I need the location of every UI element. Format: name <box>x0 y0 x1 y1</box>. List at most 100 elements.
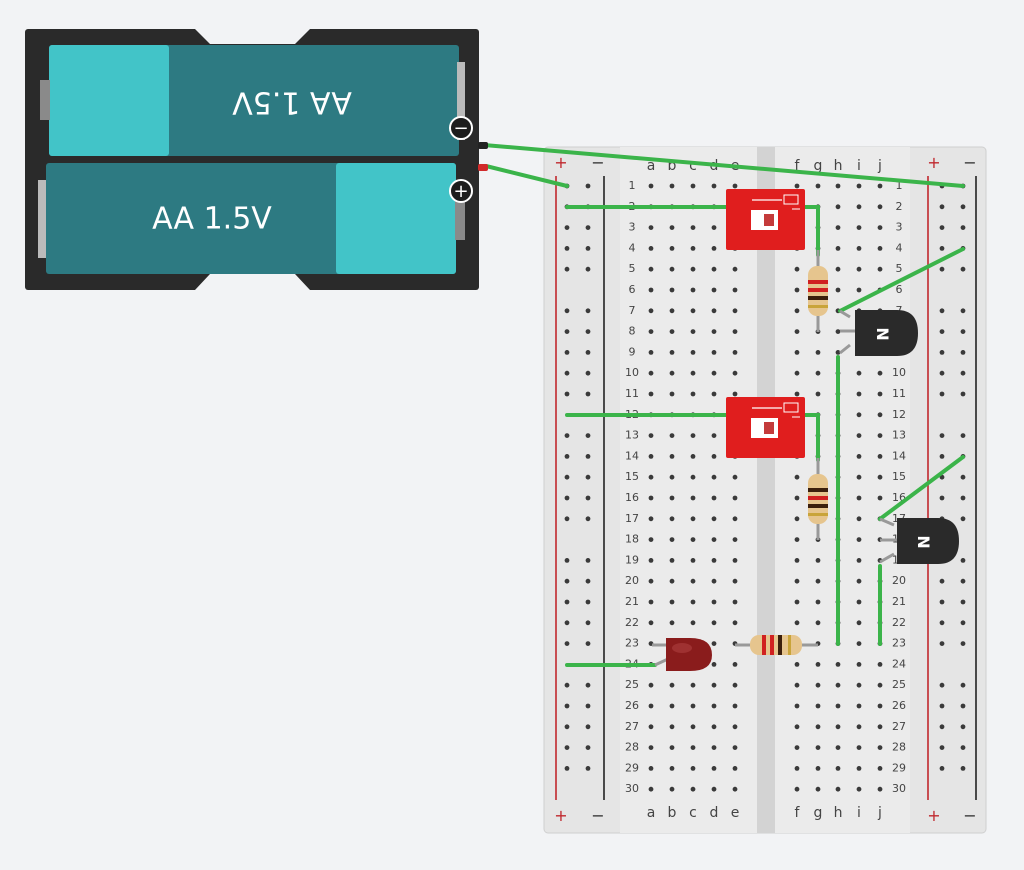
terminal-hole[interactable] <box>856 183 862 189</box>
terminal-hole[interactable] <box>711 786 717 792</box>
terminal-hole[interactable] <box>794 766 800 771</box>
rail-hole[interactable] <box>564 454 570 459</box>
terminal-hole[interactable] <box>648 225 654 231</box>
terminal-hole[interactable] <box>648 495 654 501</box>
rail-hole[interactable] <box>939 308 945 314</box>
rail-hole[interactable] <box>960 266 966 272</box>
wire-transistor-1-collector[interactable] <box>838 247 965 313</box>
terminal-hole[interactable] <box>648 266 654 272</box>
rail-hole[interactable] <box>939 703 945 709</box>
terminal-hole[interactable] <box>877 454 883 459</box>
terminal-hole[interactable] <box>732 558 738 563</box>
terminal-hole[interactable] <box>669 474 675 480</box>
terminal-hole[interactable] <box>690 183 696 189</box>
terminal-hole[interactable] <box>690 578 696 584</box>
terminal-hole[interactable] <box>711 620 717 626</box>
terminal-hole[interactable] <box>669 495 675 501</box>
terminal-hole[interactable] <box>669 433 675 438</box>
rail-hole[interactable] <box>939 599 945 605</box>
terminal-hole[interactable] <box>648 578 654 584</box>
terminal-hole[interactable] <box>815 766 821 771</box>
terminal-hole[interactable] <box>732 620 738 626</box>
terminal-hole[interactable] <box>877 682 883 688</box>
terminal-hole[interactable] <box>794 287 800 293</box>
terminal-hole[interactable] <box>815 682 821 688</box>
terminal-hole[interactable] <box>794 474 800 480</box>
terminal-hole[interactable] <box>835 287 841 293</box>
terminal-hole[interactable] <box>856 558 862 563</box>
rail-hole[interactable] <box>960 724 966 730</box>
terminal-hole[interactable] <box>794 370 800 376</box>
terminal-hole[interactable] <box>648 329 654 334</box>
terminal-hole[interactable] <box>815 350 821 355</box>
terminal-hole[interactable] <box>877 433 883 438</box>
terminal-hole[interactable] <box>794 786 800 792</box>
terminal-hole[interactable] <box>690 370 696 376</box>
terminal-hole[interactable] <box>669 225 675 231</box>
terminal-hole[interactable] <box>835 350 841 355</box>
rail-hole[interactable] <box>564 516 570 522</box>
rail-hole[interactable] <box>585 433 591 438</box>
terminal-hole[interactable] <box>669 350 675 355</box>
terminal-hole[interactable] <box>669 246 675 251</box>
terminal-hole[interactable] <box>835 766 841 771</box>
terminal-hole[interactable] <box>794 183 800 189</box>
terminal-hole[interactable] <box>669 537 675 542</box>
rail-hole[interactable] <box>585 578 591 584</box>
terminal-hole[interactable] <box>835 724 841 730</box>
terminal-hole[interactable] <box>815 745 821 750</box>
terminal-hole[interactable] <box>711 329 717 334</box>
slide-switch-1[interactable] <box>726 189 805 250</box>
terminal-hole[interactable] <box>732 516 738 522</box>
terminal-hole[interactable] <box>856 412 862 418</box>
terminal-hole[interactable] <box>690 724 696 730</box>
terminal-hole[interactable] <box>648 433 654 438</box>
terminal-hole[interactable] <box>648 682 654 688</box>
terminal-hole[interactable] <box>711 495 717 501</box>
resistor-3[interactable] <box>735 635 818 655</box>
red-led[interactable] <box>652 638 712 671</box>
terminal-hole[interactable] <box>669 287 675 293</box>
terminal-hole[interactable] <box>856 703 862 709</box>
terminal-hole[interactable] <box>732 266 738 272</box>
terminal-hole[interactable] <box>732 599 738 605</box>
terminal-hole[interactable] <box>711 391 717 397</box>
terminal-hole[interactable] <box>732 578 738 584</box>
rail-hole[interactable] <box>960 350 966 355</box>
rail-hole[interactable] <box>960 204 966 210</box>
terminal-hole[interactable] <box>669 516 675 522</box>
terminal-hole[interactable] <box>794 495 800 501</box>
terminal-hole[interactable] <box>711 370 717 376</box>
terminal-hole[interactable] <box>711 641 717 646</box>
terminal-hole[interactable] <box>711 662 717 667</box>
terminal-hole[interactable] <box>711 745 717 750</box>
terminal-hole[interactable] <box>794 599 800 605</box>
terminal-hole[interactable] <box>711 724 717 730</box>
terminal-hole[interactable] <box>877 266 883 272</box>
terminal-hole[interactable] <box>711 308 717 314</box>
terminal-hole[interactable] <box>669 682 675 688</box>
rail-hole[interactable] <box>564 370 570 376</box>
rail-hole[interactable] <box>585 495 591 501</box>
terminal-hole[interactable] <box>690 745 696 750</box>
terminal-hole[interactable] <box>669 578 675 584</box>
terminal-hole[interactable] <box>690 786 696 792</box>
terminal-hole[interactable] <box>669 599 675 605</box>
terminal-hole[interactable] <box>669 183 675 189</box>
terminal-hole[interactable] <box>794 662 800 667</box>
terminal-hole[interactable] <box>732 495 738 501</box>
terminal-hole[interactable] <box>669 786 675 792</box>
terminal-hole[interactable] <box>877 246 883 251</box>
terminal-hole[interactable] <box>877 370 883 376</box>
terminal-hole[interactable] <box>856 724 862 730</box>
terminal-hole[interactable] <box>835 703 841 709</box>
terminal-hole[interactable] <box>856 620 862 626</box>
terminal-hole[interactable] <box>690 454 696 459</box>
terminal-hole[interactable] <box>794 516 800 522</box>
rail-hole[interactable] <box>585 745 591 750</box>
rail-hole[interactable] <box>585 724 591 730</box>
terminal-hole[interactable] <box>648 786 654 792</box>
rail-hole[interactable] <box>939 433 945 438</box>
rail-hole[interactable] <box>564 558 570 563</box>
rail-hole[interactable] <box>585 246 591 251</box>
